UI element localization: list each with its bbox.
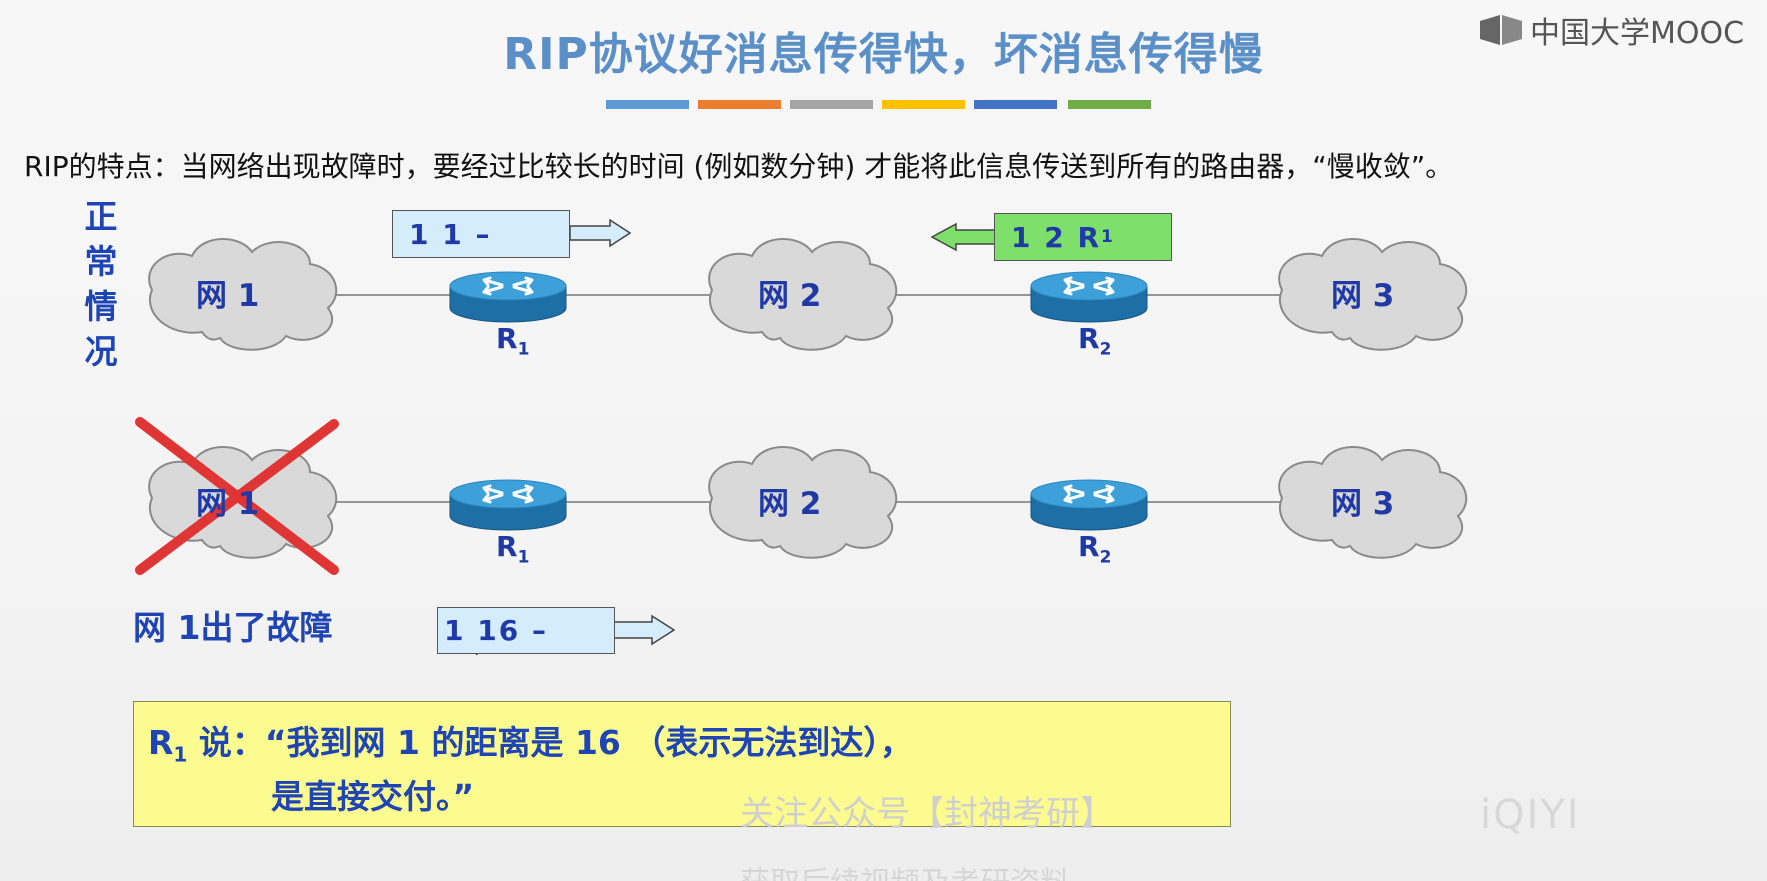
failure-x-mark-icon bbox=[135, 417, 339, 575]
net2-label: 网 2 bbox=[758, 486, 822, 522]
bottom-watermark: 获取后续视频及考研资料 bbox=[740, 858, 1070, 881]
brand-name: 中国大学MOOC bbox=[1530, 16, 1745, 51]
router-r1 bbox=[448, 478, 568, 532]
row-normal bbox=[148, 237, 1468, 351]
color-bar-segment bbox=[974, 100, 1057, 109]
color-bar-segment bbox=[1068, 100, 1151, 109]
wechat-watermark: 关注公众号【封神考研】 bbox=[740, 794, 1114, 834]
slide-title: RIP协议好消息传得快，坏消息传得慢 bbox=[503, 29, 1264, 80]
color-bar-segment bbox=[606, 100, 689, 109]
net1-label: 网 1 bbox=[196, 278, 260, 314]
net1-label: 网 1 bbox=[196, 486, 260, 522]
r1-statement-box: R1 说：“我到网 1 的距离是 16 （表示无法到达）， 是直接交付。” bbox=[133, 701, 1231, 827]
mooc-logo-icon bbox=[1480, 15, 1522, 45]
normal-label-char: 常 bbox=[84, 242, 118, 281]
router-r2 bbox=[1029, 478, 1149, 532]
net3-label: 网 3 bbox=[1331, 486, 1395, 522]
rip-description: RIP的特点：当网络出现故障时，要经过比较长的时间 (例如数分钟) 才能将此信息… bbox=[24, 150, 1454, 183]
fault-label: 网 1出了故障 bbox=[133, 608, 333, 647]
r1-fault-message: 1 16 – bbox=[437, 607, 615, 654]
color-bar-segment bbox=[882, 100, 965, 109]
mooc-brand: 中国大学MOOC bbox=[1478, 8, 1744, 52]
arrow-right-icon bbox=[611, 614, 676, 646]
iqiyi-watermark: iQIYI bbox=[1480, 792, 1581, 838]
arrow-right-icon bbox=[569, 218, 632, 248]
router-r1-label: R1 bbox=[496, 322, 530, 360]
normal-label-char: 正 bbox=[84, 197, 118, 236]
normal-label-char: 情 bbox=[84, 287, 118, 326]
row-fault bbox=[148, 445, 1468, 559]
normal-case-label: 正 常 情 况 bbox=[78, 194, 124, 374]
router-r2 bbox=[1029, 270, 1149, 324]
router-r1 bbox=[448, 270, 568, 324]
color-bar-segment bbox=[698, 100, 781, 109]
statement-line-1: R1 说：“我到网 1 的距离是 16 （表示无法到达）， bbox=[148, 723, 913, 767]
r1-update-message: 1 1 – bbox=[392, 210, 570, 258]
router-r2-label: R2 bbox=[1078, 322, 1112, 360]
router-r1-label: R1 bbox=[496, 530, 530, 568]
arrow-left-icon bbox=[930, 222, 997, 252]
normal-label-char: 况 bbox=[84, 332, 118, 371]
color-bar-segment bbox=[790, 100, 873, 109]
net3-label: 网 3 bbox=[1331, 278, 1395, 314]
statement-line-2: 是直接交付。” bbox=[271, 777, 475, 816]
router-r2-label: R2 bbox=[1078, 530, 1112, 568]
net2-label: 网 2 bbox=[758, 278, 822, 314]
